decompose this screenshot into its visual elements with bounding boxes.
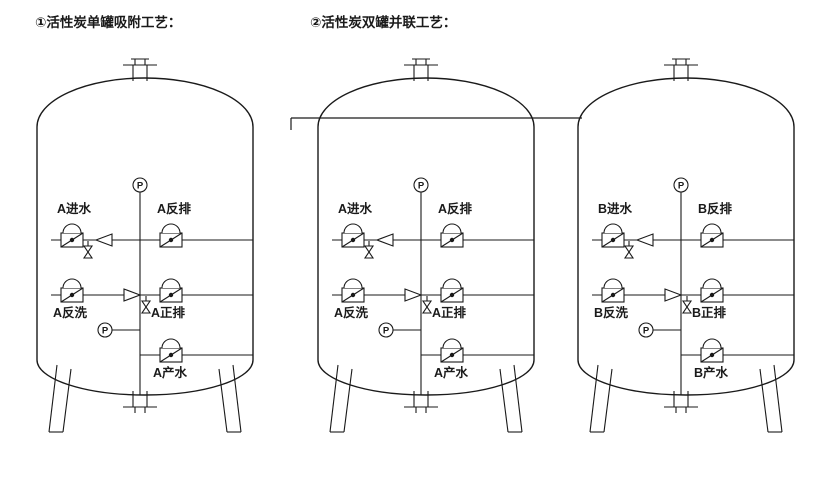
back-discharge-label: A反排 <box>157 201 192 216</box>
forward-discharge-label: A正排 <box>151 305 186 320</box>
inlet-label: A进水 <box>338 201 373 216</box>
lower-gauge-letter: P <box>643 326 650 337</box>
back-discharge-label: A反排 <box>438 201 473 216</box>
parallel-header-pipe <box>290 117 582 130</box>
inlet-label: A进水 <box>57 201 92 216</box>
upper-gauge-letter: P <box>137 181 144 192</box>
tank-drawing <box>318 59 534 432</box>
product-label: A产水 <box>434 365 469 380</box>
backwash-label: A反洗 <box>334 305 369 320</box>
product-label: A产水 <box>153 365 188 380</box>
back-discharge-label: B反排 <box>698 201 733 216</box>
lower-gauge-letter: P <box>383 326 390 337</box>
inlet-label: B进水 <box>598 201 633 216</box>
tank-unit-a-parallel: A进水 A反排 A反洗 A正排 A产水 P P <box>318 59 534 432</box>
tank-unit-a-single: A进水 A反排 A反洗 A正排 A产水 P P <box>37 59 253 432</box>
title-parallel-tank-process: ②活性炭双罐并联工艺： <box>310 14 456 30</box>
upper-gauge-letter: P <box>678 181 685 192</box>
upper-gauge-letter: P <box>418 181 425 192</box>
forward-discharge-label: B正排 <box>692 305 727 320</box>
tank-drawing <box>578 59 794 432</box>
tank-unit-b-parallel: B进水 B反排 B反洗 B正排 B产水 P P <box>578 59 794 432</box>
backwash-label: B反洗 <box>594 305 629 320</box>
tank-drawing <box>37 59 253 432</box>
backwash-label: A反洗 <box>53 305 88 320</box>
product-label: B产水 <box>694 365 729 380</box>
title-single-tank-process: ①活性炭单罐吸附工艺： <box>35 14 181 30</box>
forward-discharge-label: A正排 <box>432 305 467 320</box>
lower-gauge-letter: P <box>102 326 109 337</box>
